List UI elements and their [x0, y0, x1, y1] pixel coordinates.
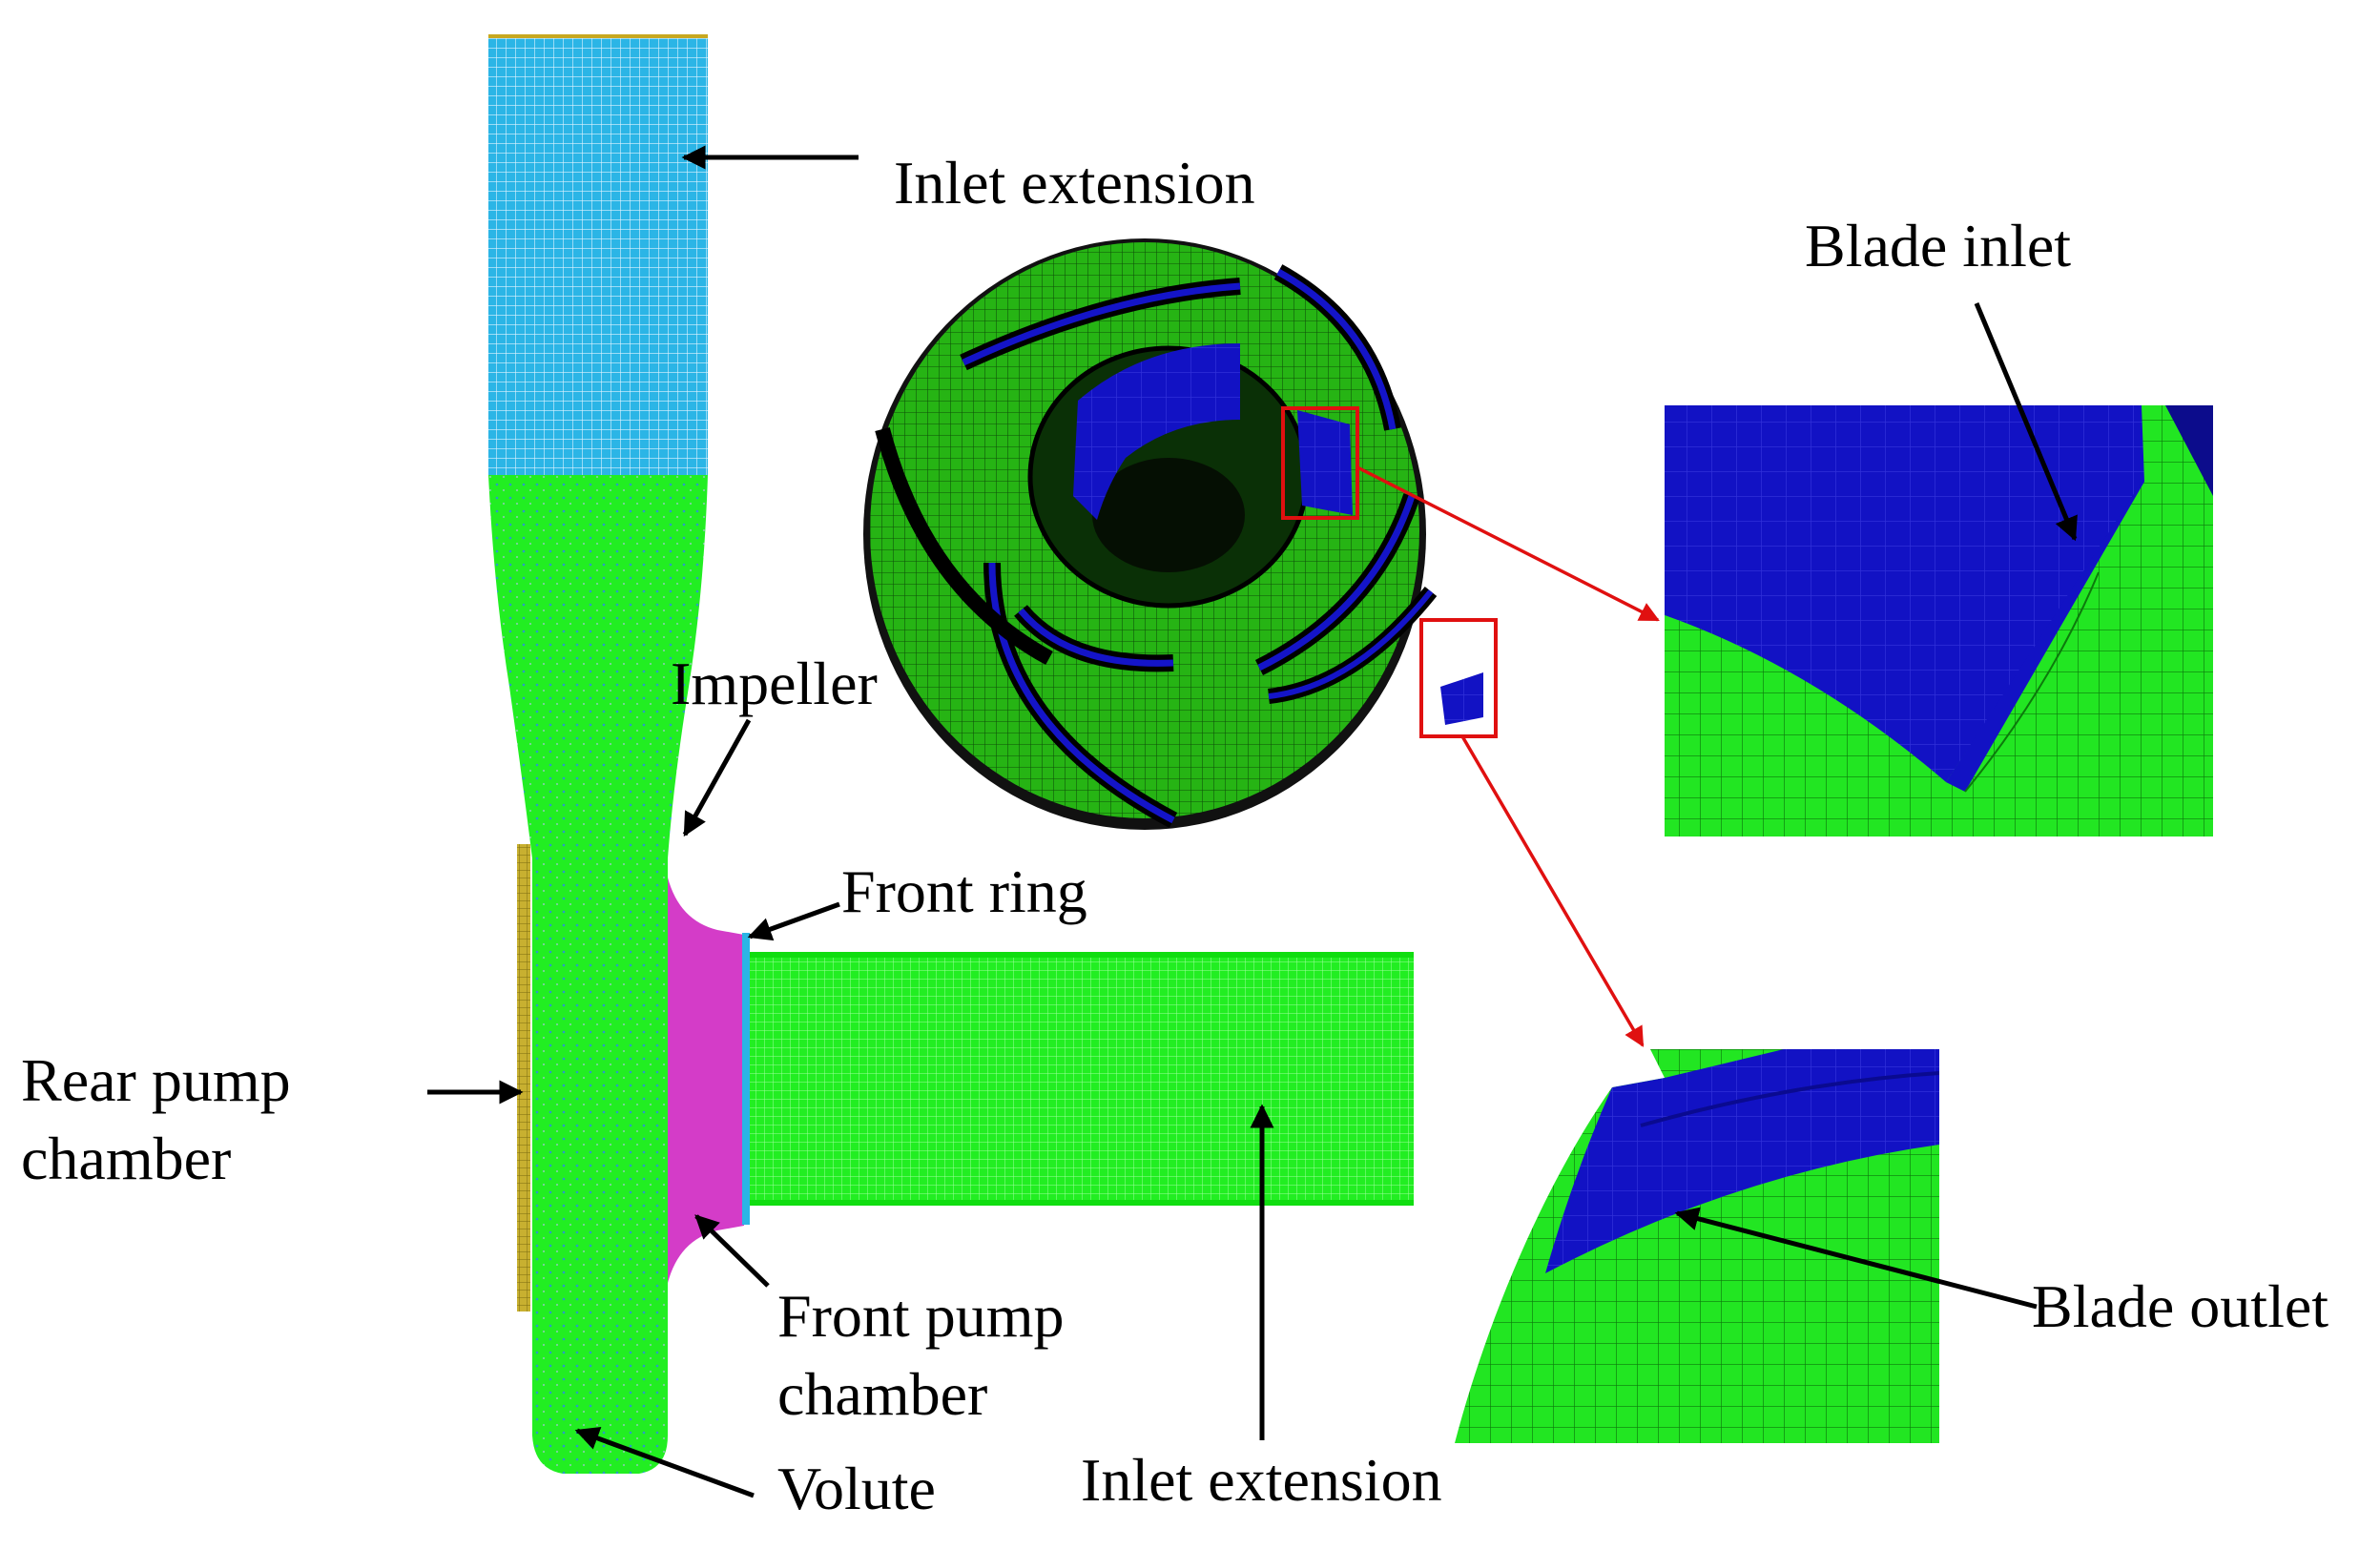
arrow-volute: [574, 1427, 755, 1498]
label-volute: Volute: [777, 1455, 936, 1522]
label-blade-inlet: Blade inlet: [1805, 212, 2072, 279]
label-front-pump-chamber-line2: chamber: [777, 1360, 988, 1428]
label-impeller: Impeller: [671, 650, 878, 717]
inlet-extension-mesh-bottom: [750, 952, 1414, 1206]
callout-box-blade-outlet: [1419, 618, 1498, 738]
zoom-panel-blade-outlet: [1455, 1049, 1939, 1443]
label-front-pump-chamber-line1: Front pump: [777, 1282, 1065, 1350]
blade-face: [1073, 343, 1240, 520]
arrow-blade-outlet: [1674, 1207, 2038, 1310]
callout-box-blade-inlet: [1281, 406, 1359, 520]
arrow-front-pump-chamber: [694, 1214, 770, 1288]
callout-arrow-blade-outlet: [1460, 735, 1645, 1047]
rear-pump-chamber-mesh: [517, 844, 530, 1311]
arrow-impeller: [682, 718, 752, 837]
inlet-top-edge: [488, 34, 708, 38]
arrow-blade-inlet: [1974, 302, 2078, 542]
front-pump-chamber-mesh: [668, 878, 744, 1283]
label-inlet-extension-bottom: Inlet extension: [1081, 1446, 1442, 1514]
zoom-blade-outlet-face: [1545, 1049, 1939, 1273]
callout-arrow-blade-inlet: [1356, 465, 1660, 622]
front-ring-mesh: [742, 933, 750, 1225]
label-rear-pump-chamber-line2: chamber: [21, 1125, 232, 1192]
zoom-panel-blade-inlet: [1665, 405, 2213, 836]
impeller-3d-view: [863, 238, 1660, 1047]
label-front-ring: Front ring: [841, 857, 1087, 925]
label-blade-outlet: Blade outlet: [2032, 1272, 2329, 1340]
arrow-front-ring: [747, 901, 840, 941]
label-rear-pump-chamber-line1: Rear pump: [21, 1046, 291, 1114]
volute-mesh: [488, 475, 708, 1474]
label-inlet-extension-top: Inlet extension: [894, 149, 1255, 217]
zoom-blade-face: [1665, 405, 2144, 782]
inlet-extension-mesh-top: [488, 36, 708, 475]
